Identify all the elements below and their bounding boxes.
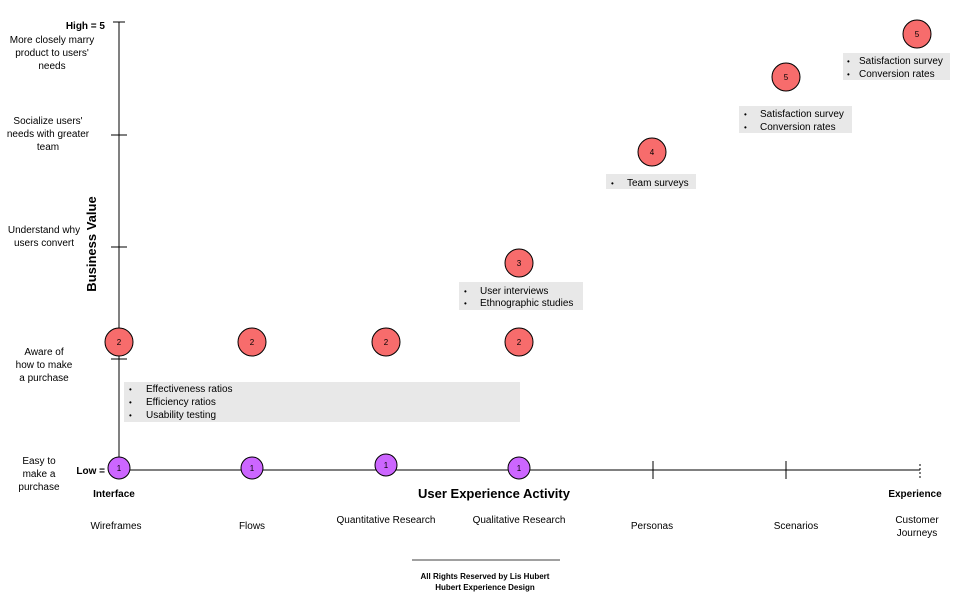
category-label-customer-journeys: Customer Journeys xyxy=(895,515,939,539)
value-circle-shape xyxy=(371,327,401,357)
value-circle-label: 2 xyxy=(250,338,255,347)
value-circle-label: 1 xyxy=(117,464,122,473)
value-circle-shape xyxy=(504,327,534,357)
value-circle-label: 2 xyxy=(384,338,389,347)
y-axis-high-label: High = 5 xyxy=(66,21,106,32)
value-circle-label: 2 xyxy=(117,338,122,347)
y-level-label-4: Socialize users' needs with greater team xyxy=(6,116,90,153)
value-circle-shape xyxy=(504,248,534,278)
y-level-label-5: More closely marry product to users' nee… xyxy=(9,35,95,72)
notes-layer: • Effectiveness ratios • Efficiency ratios •… xyxy=(124,53,950,422)
category-label-quantitative-research: Quantitative Research xyxy=(336,515,436,526)
note-item: Ethnographic studies xyxy=(480,298,573,309)
category-label-personas: Personas xyxy=(630,521,674,532)
x-axis-right-label: Experience xyxy=(888,489,942,500)
y-level-label-1: Easy to make a purchase xyxy=(18,456,60,493)
value-circle-label: 1 xyxy=(517,464,522,473)
note-box-background xyxy=(124,382,520,422)
value-circle-5-5: 5 xyxy=(771,62,801,92)
value-circle-3-2: 2 xyxy=(504,327,534,357)
note-box-background xyxy=(739,106,852,133)
value-circle-shape xyxy=(104,327,134,357)
value-circle-label: 2 xyxy=(517,338,522,347)
value-circle-shape xyxy=(771,62,801,92)
circles-layer: 1 1 1 1 2 2 2 2 3 4 5 5 xyxy=(104,19,932,480)
value-circle-1-2: 2 xyxy=(237,327,267,357)
category-label-flows: Flows xyxy=(238,521,266,532)
note-item: Satisfaction survey xyxy=(859,56,943,67)
value-circle-6-5: 5 xyxy=(902,19,932,49)
value-circle-2-1: 1 xyxy=(374,453,398,477)
value-circle-label: 3 xyxy=(517,259,522,268)
bullet-icon: • xyxy=(129,398,132,407)
note-item: Team surveys xyxy=(627,178,689,189)
y-level-label-3: Understand why users convert xyxy=(7,225,81,249)
category-label-qualitative-research: Qualitative Research xyxy=(472,515,566,526)
x-axis-left-label: Interface xyxy=(93,489,135,500)
note-box-metrics-scenarios: • Satisfaction survey • Conversion rates xyxy=(739,106,852,133)
bullet-icon: • xyxy=(611,179,614,188)
note-box-metrics-level-4: • Team surveys xyxy=(606,174,696,189)
note-item: User interviews xyxy=(480,286,548,297)
bullet-icon: • xyxy=(129,385,132,394)
bullet-icon: • xyxy=(464,299,467,308)
value-circle-shape xyxy=(902,19,932,49)
bullet-icon: • xyxy=(744,110,747,119)
value-circle-4-4: 4 xyxy=(637,137,667,167)
value-circle-label: 5 xyxy=(915,30,920,39)
value-circle-shape xyxy=(374,453,398,477)
value-circle-shape xyxy=(107,456,131,480)
note-box-metrics-level-2: • Effectiveness ratios • Efficiency ratios •… xyxy=(124,382,520,422)
value-circle-3-1: 1 xyxy=(507,456,531,480)
footer-rights: All Rights Reserved by Lis Hubert xyxy=(420,572,550,581)
value-circle-1-1: 1 xyxy=(240,456,264,480)
note-item: Usability testing xyxy=(146,410,216,421)
bullet-icon: • xyxy=(847,70,850,79)
note-box-background xyxy=(843,53,950,80)
bullet-icon: • xyxy=(744,123,747,132)
y-axis-title: Business Value xyxy=(84,196,99,291)
value-circle-0-2: 2 xyxy=(104,327,134,357)
note-item: Efficiency ratios xyxy=(146,397,216,408)
value-circle-shape xyxy=(507,456,531,480)
value-circle-0-1: 1 xyxy=(107,456,131,480)
bullet-icon: • xyxy=(847,57,850,66)
note-item: Conversion rates xyxy=(859,69,935,80)
bullet-icon: • xyxy=(129,411,132,420)
value-circle-2-2: 2 xyxy=(371,327,401,357)
value-circle-label: 1 xyxy=(384,461,389,470)
note-box-metrics-journeys: • Satisfaction survey • Conversion rates xyxy=(843,53,950,80)
value-circle-shape xyxy=(237,327,267,357)
note-box-background xyxy=(606,174,696,189)
value-circle-shape xyxy=(637,137,667,167)
value-circle-label: 4 xyxy=(650,148,655,157)
value-circle-label: 5 xyxy=(784,73,789,82)
note-item: Conversion rates xyxy=(760,122,836,133)
value-circle-3-3: 3 xyxy=(504,248,534,278)
category-label-wireframes: Wireframes xyxy=(90,521,142,532)
category-label-scenarios: Scenarios xyxy=(773,521,819,532)
bullet-icon: • xyxy=(464,287,467,296)
note-item: Effectiveness ratios xyxy=(146,384,233,395)
note-box-background xyxy=(459,282,583,310)
value-circle-label: 1 xyxy=(250,464,255,473)
x-axis-title: User Experience Activity xyxy=(418,486,571,501)
footer-company: Hubert Experience Design xyxy=(435,583,535,592)
note-item: Satisfaction survey xyxy=(760,109,844,120)
y-level-label-2: Aware of how to make a purchase xyxy=(15,347,73,384)
value-circle-shape xyxy=(240,456,264,480)
note-box-metrics-level-3: • User interviews • Ethnographic studies xyxy=(459,282,583,310)
y-axis-low-label: Low = xyxy=(76,466,105,477)
